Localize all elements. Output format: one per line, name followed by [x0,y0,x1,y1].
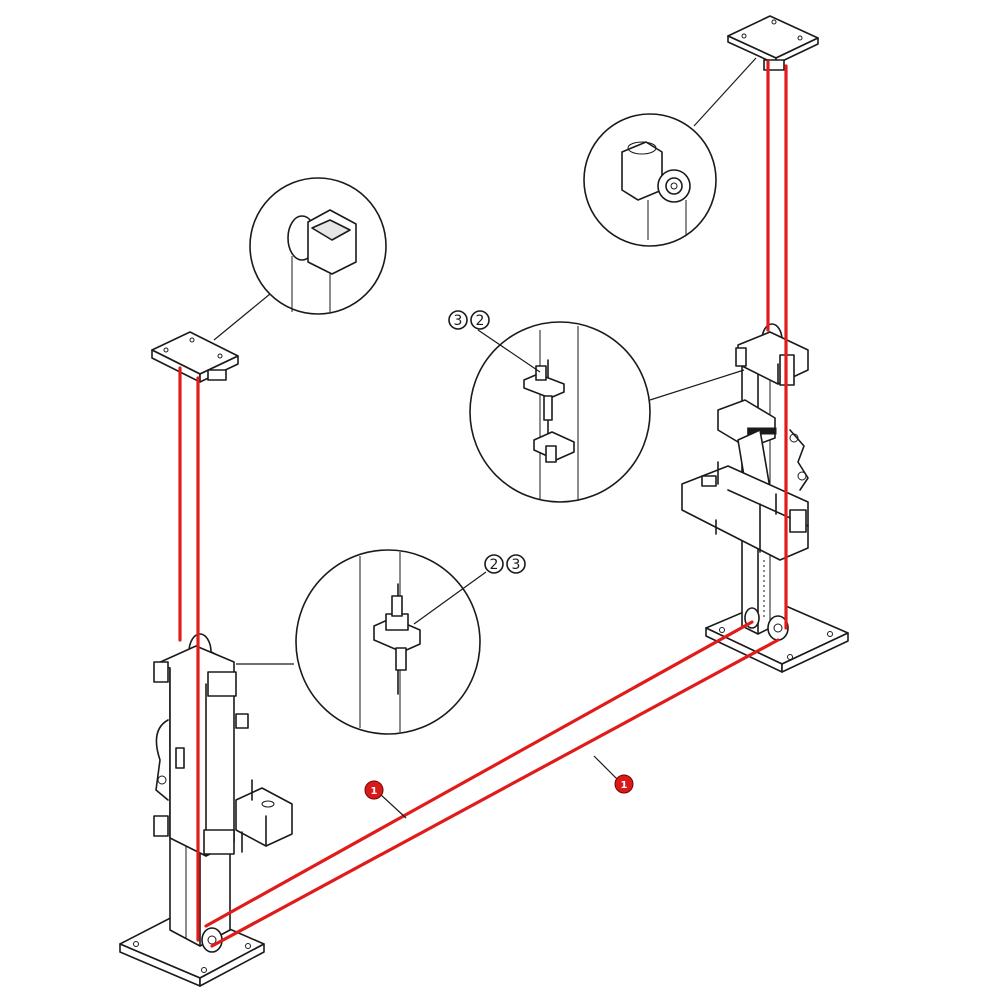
right-arm-housing [681,465,809,561]
right-ceiling-plate [727,15,819,71]
upper-label-b: 2 [476,313,485,329]
cable-badge-right: 1 [593,755,634,794]
cable-badge-left-label: 1 [371,786,378,797]
upper-label-circle-b [470,310,490,330]
left-arm-block [235,787,293,847]
upper-label-circle-a [448,310,468,330]
detail-upper-lock-stop: 3 2 [448,310,745,503]
floor-cable-upper [204,620,754,928]
detail-right-ceiling-pulley [583,57,757,247]
right-safety-lock [789,429,809,491]
lift-cables [178,60,788,948]
lower-label-a: 2 [490,557,499,573]
lower-label-circle-a [484,554,504,574]
lower-label-circle-b [506,554,526,574]
left-bottom-pulley [201,927,223,953]
cable-badge-right-label: 1 [621,780,628,791]
right-post-assembly [681,323,849,673]
left-safety-lock [155,719,169,801]
detail-left-ceiling-pulley [213,177,387,341]
left-post-assembly [119,633,293,987]
left-ceiling-plate [151,331,239,383]
detail-lower-lock-stop: 2 3 [236,549,526,735]
upper-label-a: 3 [454,313,463,329]
floor-cable-lower [210,638,780,948]
lower-label-b: 3 [512,557,521,573]
cable-badge-left: 1 [364,780,407,819]
